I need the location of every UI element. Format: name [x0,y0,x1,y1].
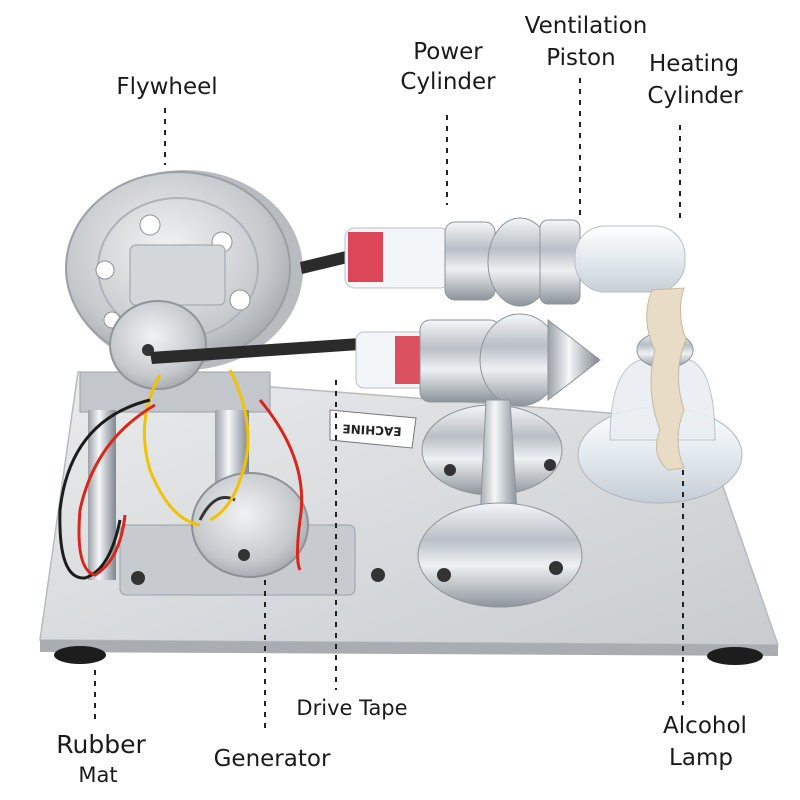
svg-text:EACHINE: EACHINE [342,421,402,438]
label-heating-cylinder-line1: Heating [648,51,740,77]
rubber-foot-right [707,647,763,665]
crank-disc [109,300,207,390]
label-generator: Generator [213,746,331,772]
cylinder-stand [417,399,583,608]
label-alcohol-lamp-line2: Lamp [669,745,733,771]
alcohol-lamp [577,287,743,504]
label-alcohol-lamp-line1: Alcohol [663,713,747,739]
lower-cylinder-assembly [355,313,601,407]
wires [58,369,304,580]
label-heating-cylinder-line2: Cylinder [647,83,743,109]
drive-tapes [150,250,360,364]
rubber-foot-left [54,646,106,664]
label-ventilation-piston-line1: Ventilation [524,13,648,39]
label-rubber-mat-line1: Rubber [56,730,146,759]
leader-lines [94,78,684,730]
label-ventilation-piston-line2: Piston [546,45,616,71]
label-drive-tape: Drive Tape [296,696,408,720]
label-power-cylinder-line1: Power [413,39,483,65]
brand-plate: EACHINE [329,409,417,449]
label-flywheel: Flywheel [116,74,218,100]
label-rubber-mat-line2: Mat [78,763,118,787]
label-power-cylinder-line2: Cylinder [400,69,496,95]
generator [119,472,385,596]
upper-cylinder-assembly [344,217,686,307]
